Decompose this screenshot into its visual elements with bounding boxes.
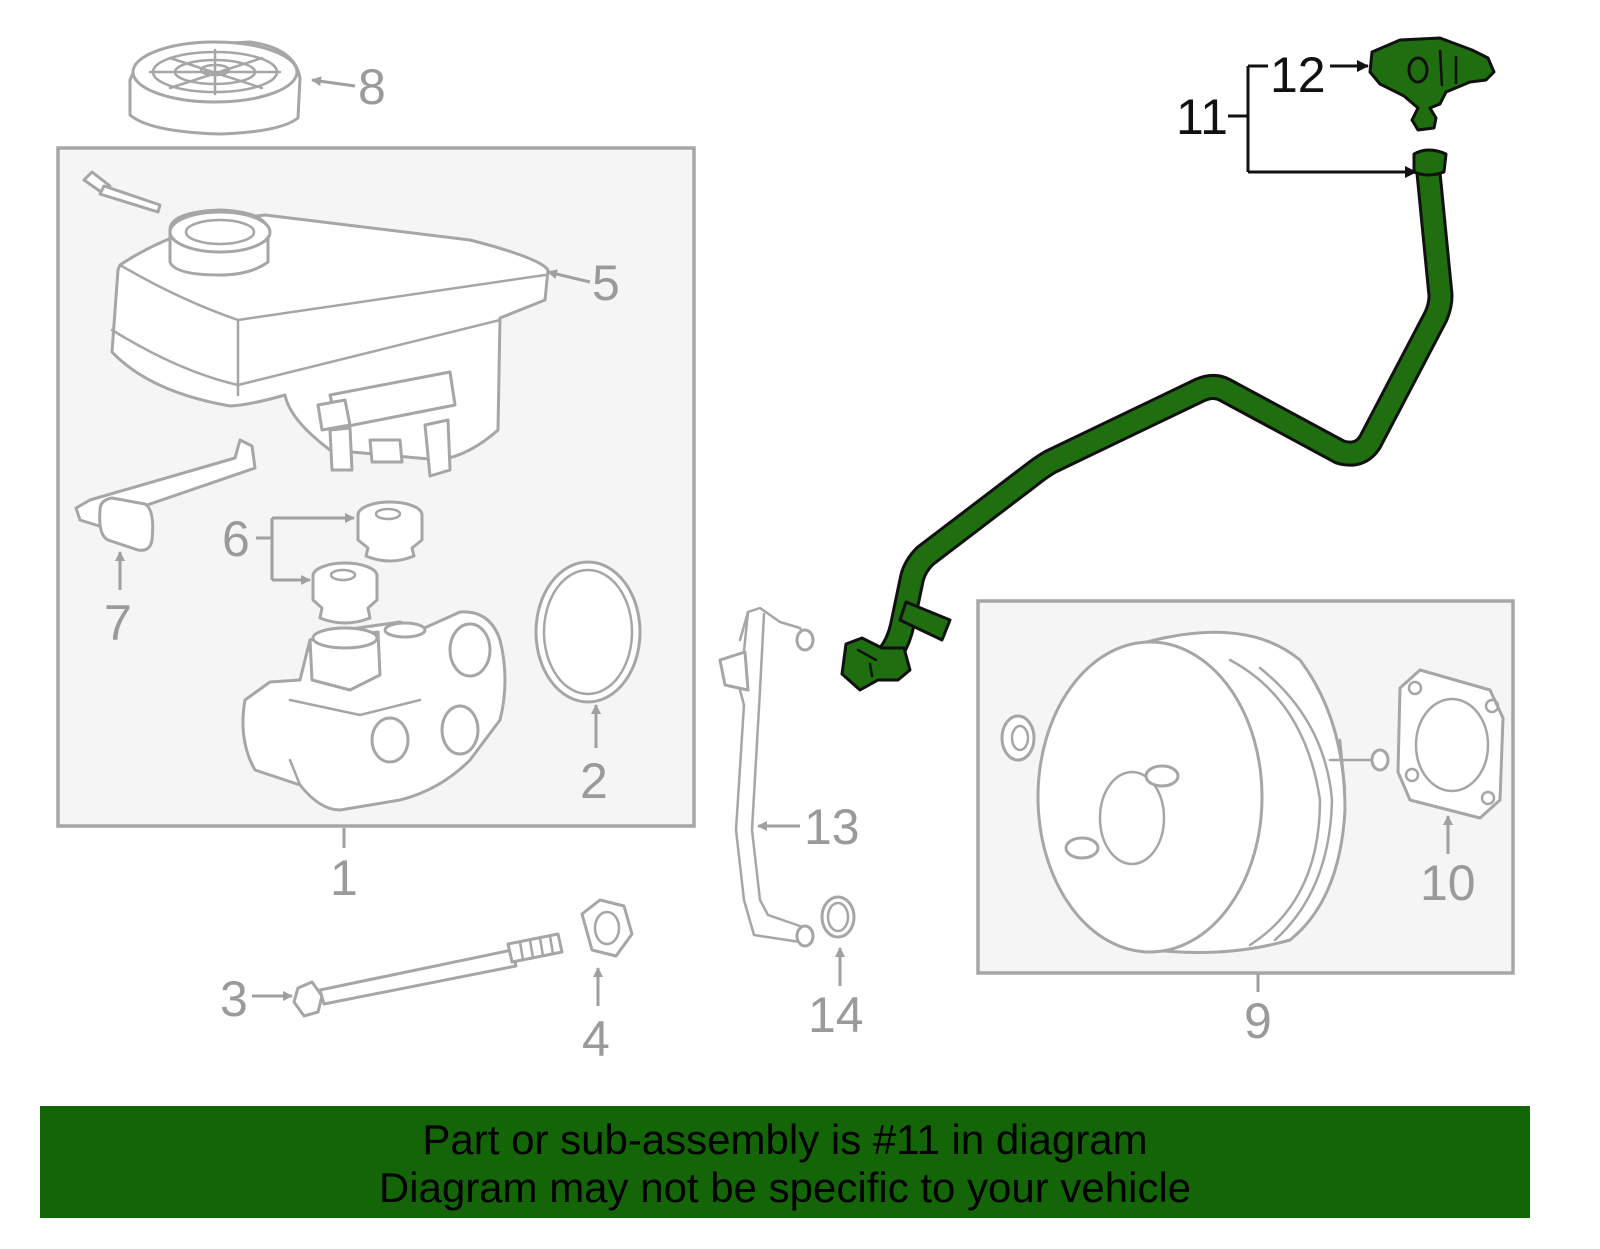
nut-part [580,898,634,958]
callout-9: 9 [1244,993,1272,1049]
callout-8: 8 [358,59,386,115]
reservoir-part [110,208,550,478]
callout-2: 2 [580,753,608,809]
grommet-upper-part [356,500,424,563]
callout-4: 4 [582,1011,610,1067]
level-sensor-part [74,438,257,552]
callout-12: 12 [1270,47,1326,103]
booster-gasket-part [1396,668,1505,820]
fluid-level-sensor-pin [82,170,162,214]
callout-3: 3 [220,971,248,1027]
master-cylinder-part [241,610,507,812]
callout-13: 13 [804,799,860,855]
brake-booster-part [1000,630,1390,954]
banner-line-1: Part or sub-assembly is #11 in diagram [422,1116,1148,1163]
o-ring-part [534,560,642,704]
check-valve-part [1368,36,1496,132]
callout-14: 14 [808,987,864,1043]
seal-ring-part [820,895,856,939]
callout-6: 6 [222,511,250,567]
callout-1: 1 [330,850,358,906]
callout-10: 10 [1420,855,1476,911]
grommet-lower-part [311,561,379,625]
reservoir-cap-part [128,40,302,136]
banner-line-2: Diagram may not be specific to your vehi… [378,1164,1192,1211]
bolt-part [292,932,564,1018]
info-banner: Part or sub-assembly is #11 in diagram D… [40,1106,1530,1218]
vacuum-hose-assembly-part [840,148,1454,692]
vacuum-pipe-bracket-part [718,606,815,948]
callout-11: 11 [1176,89,1228,145]
callout-7: 7 [104,595,132,651]
callout-5: 5 [592,255,620,311]
